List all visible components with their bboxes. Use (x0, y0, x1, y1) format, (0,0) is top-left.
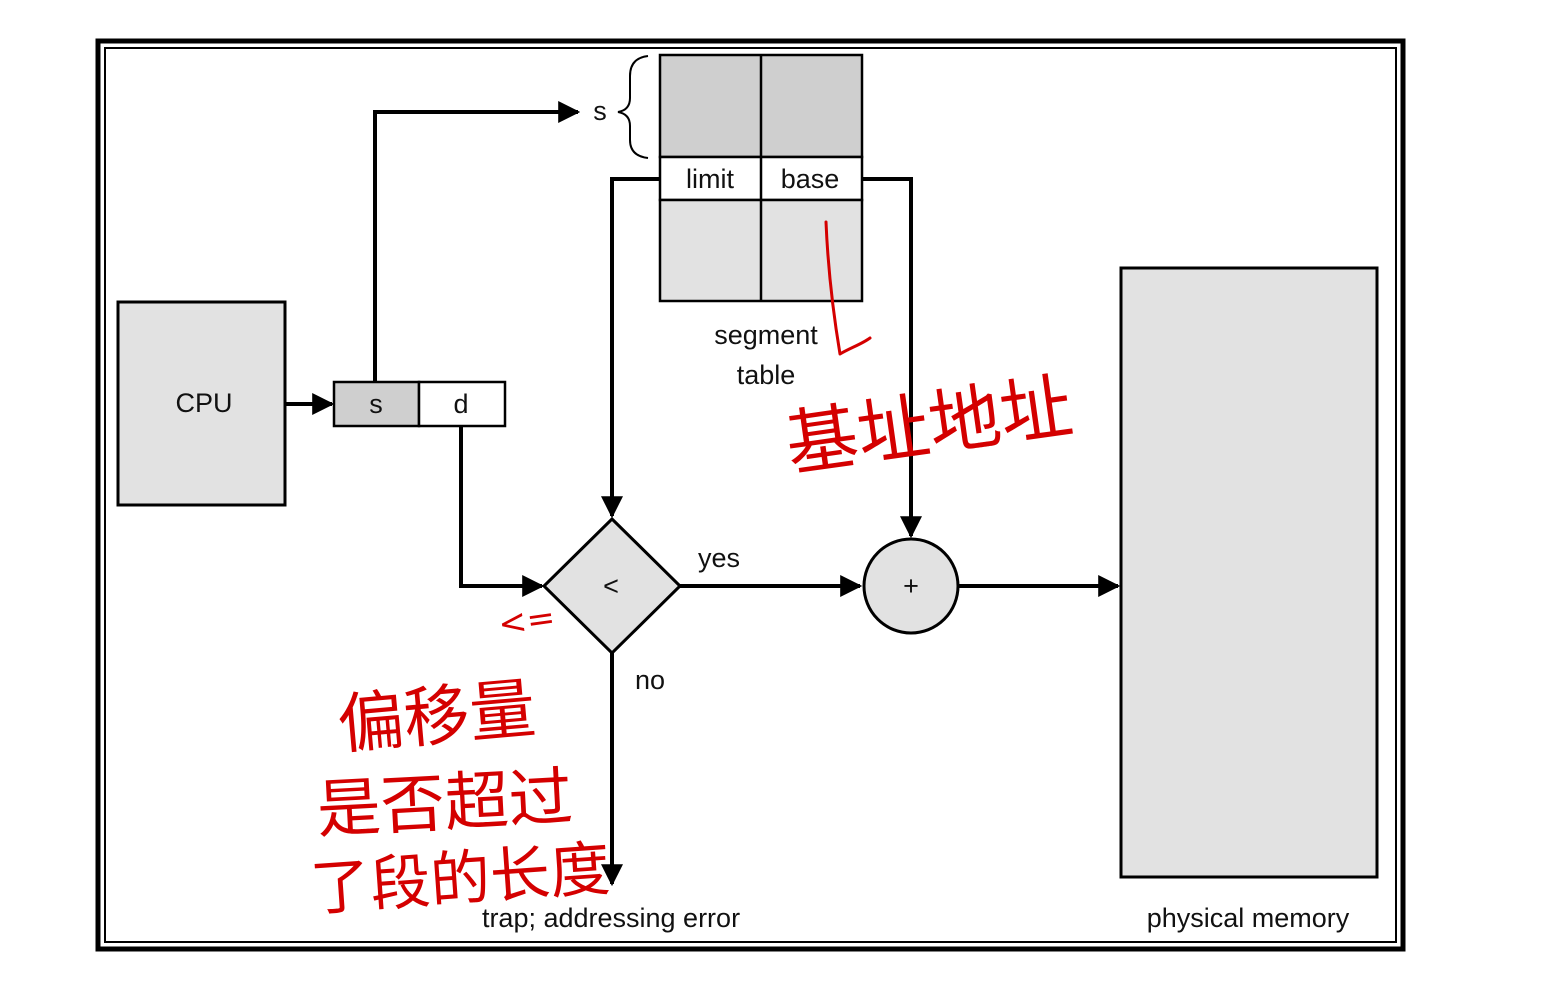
base-annotation-arrow (824, 220, 872, 356)
physical-memory-label: physical memory (1147, 903, 1350, 933)
segment-table-caption-1: segment (714, 320, 818, 350)
limit-wire (601, 177, 660, 519)
selector-label: s (593, 96, 607, 126)
cpu-box (116, 300, 287, 507)
address-segment-field (332, 380, 421, 428)
address-segment-label: s (369, 389, 383, 419)
segment-number-wire (373, 101, 581, 382)
address-offset-label: d (453, 389, 468, 419)
offset-wire (459, 426, 545, 597)
outer-frame (95, 38, 1406, 952)
comparator-symbol: < (603, 571, 619, 601)
physical-memory-box (1119, 266, 1379, 879)
selector-brace (617, 55, 649, 159)
less-equal-note: <= (496, 597, 558, 645)
inner-frame (104, 47, 1397, 943)
yes-label: yes (698, 543, 740, 573)
no-label: no (635, 665, 665, 695)
segment-table-caption-2: table (737, 360, 796, 390)
trap-label: trap; addressing error (482, 903, 740, 933)
limit-column-label: limit (686, 164, 734, 194)
adder-symbol: + (903, 571, 919, 601)
offset-note-2: 是否超过 (315, 761, 575, 848)
base-wire (862, 177, 922, 539)
base-column-label: base (781, 164, 840, 194)
offset-note-1: 偏移量 (335, 670, 539, 764)
cpu-label: CPU (175, 388, 232, 418)
base-address-note: 基址地址 (781, 364, 1078, 487)
